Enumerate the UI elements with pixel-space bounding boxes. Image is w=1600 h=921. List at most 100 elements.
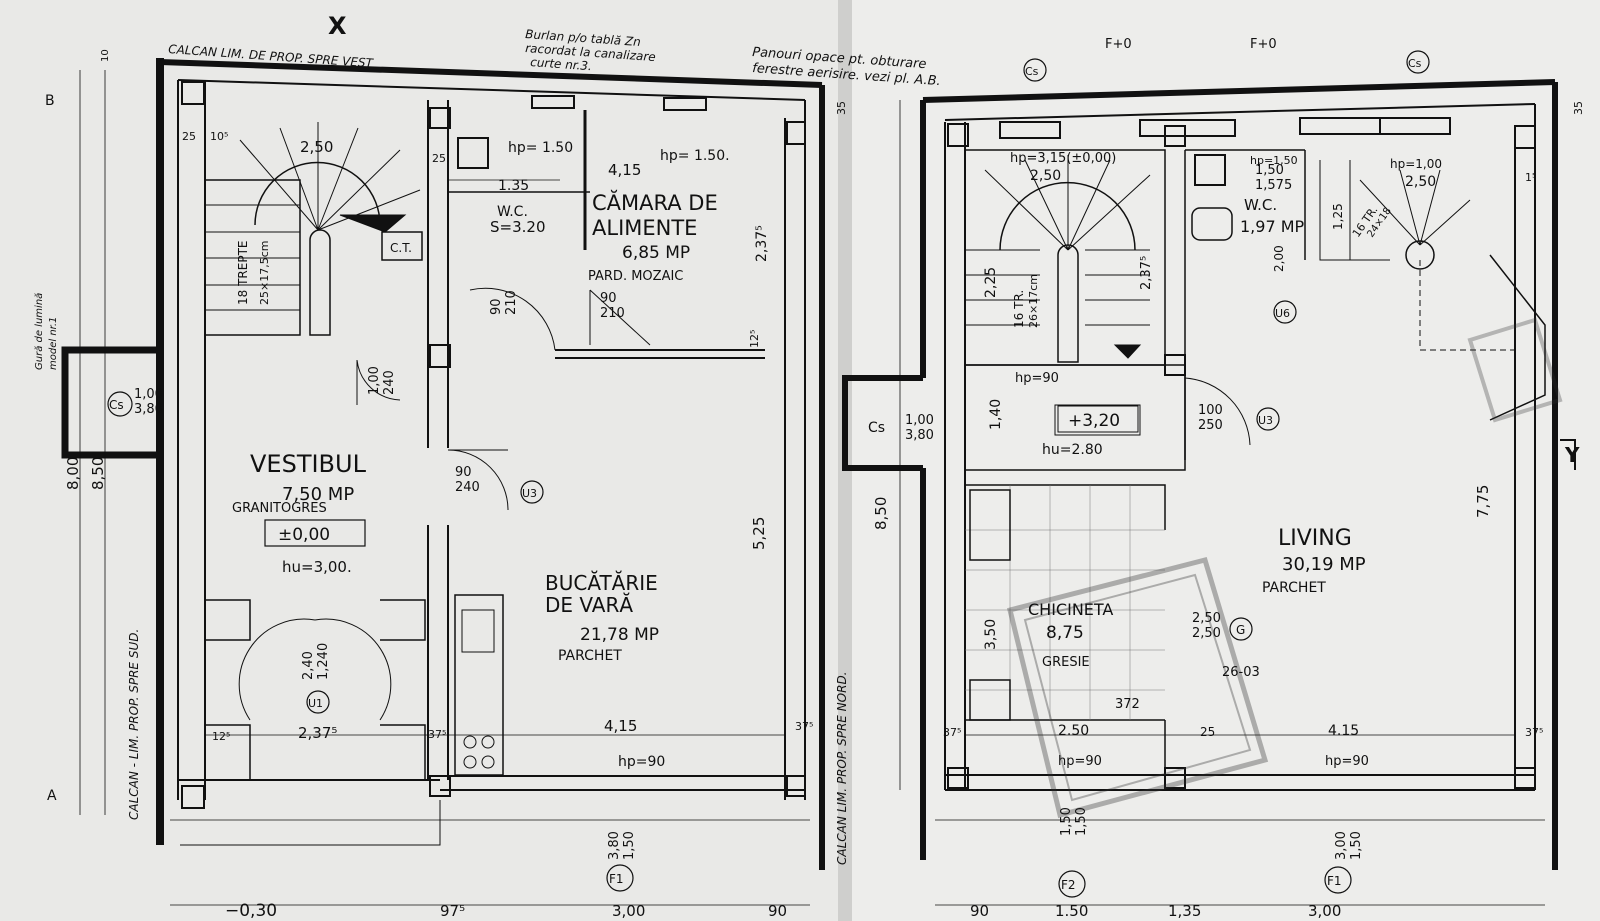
ch-counter-1: [969, 489, 1011, 561]
ramp: [1489, 254, 1546, 421]
small-stair-radials: [1359, 169, 1471, 246]
vent-right: [1194, 154, 1226, 186]
partition-2: [427, 525, 449, 780]
dim-37-5-b: 37⁵: [795, 720, 813, 733]
dim-4-15-top: 4,15: [608, 161, 641, 179]
entrance-niche: [205, 599, 426, 780]
g-marker: [1229, 617, 1253, 641]
r-pillar-2: [1164, 125, 1186, 147]
burner-3: [463, 755, 477, 769]
chicineta-name: CHICINETA: [1028, 600, 1113, 619]
f1-label-right: F1: [1327, 874, 1342, 888]
bucatarie-floor: PARCHET: [558, 648, 622, 664]
camara-name-1: CĂMARA DE: [592, 189, 718, 215]
cs-marker-top-1: [1023, 58, 1047, 82]
wc-right-area: 1,97 MP: [1240, 217, 1305, 236]
living-area: 30,19 MP: [1282, 554, 1366, 575]
dim-left-vertical: [79, 70, 106, 815]
u1-marker: [306, 690, 330, 714]
u3-marker-b: [1256, 407, 1280, 431]
r-pillar-sw: [947, 767, 969, 789]
dim-4-15-bottom: 4,15: [604, 717, 637, 735]
dim-2-50-right: 2,50: [1030, 168, 1061, 184]
dim-2-375-bottom: 2,37⁵: [298, 724, 337, 742]
left-plan: [61, 58, 825, 906]
door-90-210-a: 90210: [489, 290, 519, 315]
axis-a-label: A: [47, 788, 57, 804]
stair-newel: [309, 229, 331, 336]
cs-label-left: Cs: [109, 398, 124, 412]
dim-35-right: 35: [1572, 101, 1585, 115]
burner-2: [481, 735, 495, 749]
right-inner-east: [1514, 104, 1536, 790]
hp-100: hp=1,00: [1390, 157, 1442, 171]
door-vestibul: [356, 359, 401, 405]
dim-level-neg: −0,30: [225, 901, 277, 921]
bucatarie-name-2: DE VARĂ: [545, 593, 633, 617]
f2-label: F2: [1061, 878, 1076, 892]
landing-step: [1054, 404, 1141, 436]
axis-y-line: [1560, 439, 1576, 470]
hp-90-d: hp=90: [1325, 754, 1369, 769]
cs-marker-left: [107, 391, 133, 417]
bucatarie-name-1: BUCĂTĂRIE: [545, 571, 658, 595]
u6-marker: [1273, 300, 1297, 324]
stair-right-steps: 16 TR.: [1012, 290, 1026, 328]
pillar-ne: [786, 121, 806, 145]
window-top-2: [663, 97, 707, 111]
dim-37-5-r1: 37⁵: [943, 726, 961, 739]
dim-inner: [205, 179, 785, 736]
ct-box: [381, 231, 423, 261]
dim-2-25: 2,25: [983, 267, 999, 298]
dim-1-35-right: 1,35: [1168, 902, 1201, 920]
pillar-1: [429, 107, 451, 129]
vestibul-height: hu=3,00.: [282, 558, 352, 576]
u3-label-b: U3: [1258, 414, 1273, 427]
r-pillar-se: [1514, 767, 1536, 789]
stair-arrow: [339, 214, 407, 233]
u1-label: U1: [308, 697, 323, 710]
hp-150-a: hp= 1.50: [508, 140, 573, 156]
kitchen-counter: [454, 594, 504, 776]
cs-marker-top-2: [1406, 50, 1430, 74]
hp-90-c: hp=90: [1058, 754, 1102, 769]
wc-left-area: S=3.20: [490, 218, 546, 236]
stamp-frame: [1006, 556, 1269, 819]
win-300-dims: 3,001,50: [1334, 831, 1364, 860]
top-f10-a: F+0: [1105, 37, 1132, 52]
cs-label-top-2: Cs: [1408, 57, 1422, 70]
ct-label: C.T.: [390, 241, 412, 255]
right-stair-radials: [984, 155, 1151, 251]
stair-treads: [205, 204, 300, 311]
hp-90-a: hp=90: [618, 754, 665, 770]
dim-2-375-right: 2,37⁵: [1139, 256, 1154, 290]
dim-2-375-camara: 2,37⁵: [754, 225, 770, 262]
landing-height: hu=2.80: [1042, 442, 1103, 458]
light-well: [61, 346, 160, 459]
r-pillar-nw: [947, 123, 969, 147]
left-inner-east: [784, 100, 806, 800]
dim-90-right: 90: [970, 902, 989, 920]
camara-name-2: ALIMENTE: [592, 216, 697, 240]
right-bump: [842, 375, 923, 471]
dim-bottom: [170, 819, 810, 906]
landing-level: +3,20: [1068, 411, 1120, 431]
g-label: G: [1236, 623, 1245, 637]
door-kitchen: [447, 449, 509, 511]
top-f10-b: F+0: [1250, 37, 1277, 52]
dim-3-00-left: 3,00: [612, 902, 645, 920]
stamp-frame-inner: [1023, 573, 1252, 802]
dim-10-top: 10: [100, 49, 111, 62]
dim-5-25: 5,25: [750, 517, 768, 550]
dim-1-25: 1,25: [1331, 203, 1345, 230]
camara-floor: PARD. MOZAIC: [588, 269, 683, 284]
u3-marker-a: [520, 480, 544, 504]
note-calcan-south: CALCAN - LIM. PROP. SPRE SUD.: [127, 629, 141, 820]
dim-12-5-a: 12⁵: [212, 730, 230, 743]
small-stair-rail: [1419, 260, 1520, 351]
dim-4-15-right: 4.15: [1328, 723, 1359, 739]
dim-97-5: 97⁵: [440, 902, 465, 920]
